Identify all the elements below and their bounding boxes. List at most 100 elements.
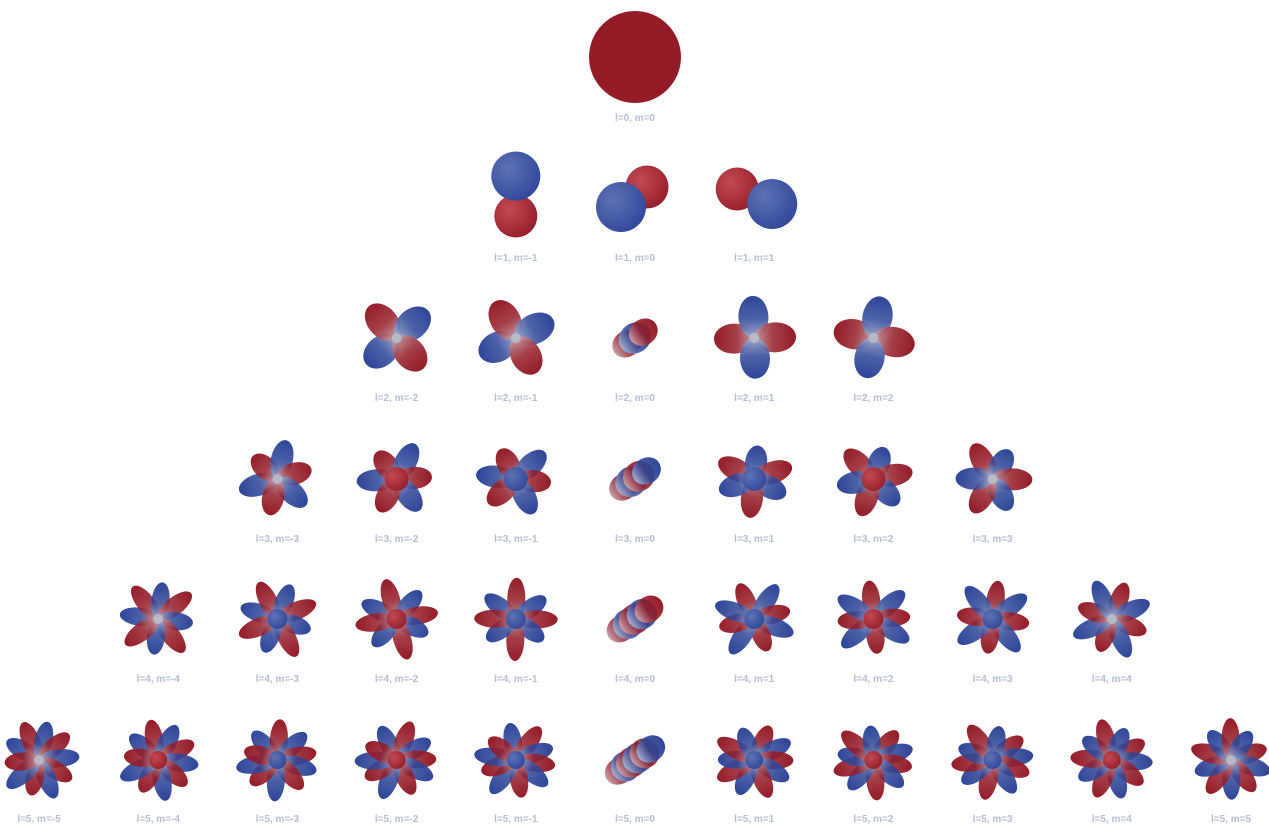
harmonic-shape-l3-m3 (955, 443, 1033, 514)
harmonic-shape-l4-m-2 (355, 579, 438, 660)
negative-lobe (747, 179, 798, 229)
core-lobe (987, 474, 998, 484)
negative-lobe (955, 467, 993, 490)
harmonic-label: l=5, m=2 (853, 814, 893, 825)
positive-lobe (261, 478, 285, 516)
harmonic-label: l=4, m=3 (973, 674, 1013, 685)
core-lobe (868, 333, 879, 343)
core-lobe (272, 474, 283, 484)
harmonic-shape-l2-m-2 (363, 303, 432, 372)
harmonic-label: l=4, m=4 (1092, 674, 1132, 685)
harmonic-shape-l1-m-1 (491, 151, 541, 238)
harmonic-shape-l4-m-3 (238, 581, 317, 657)
core-lobe (34, 755, 44, 765)
harmonic-shape-l5-m-4 (120, 719, 199, 801)
harmonic-label: l=4, m=-2 (375, 674, 419, 685)
core-lobe (744, 609, 765, 629)
negative-lobe (363, 333, 400, 369)
harmonic-label: l=5, m=-4 (137, 814, 181, 825)
harmonic-label: l=3, m=-3 (256, 534, 300, 545)
harmonic-shape-l4-m3 (956, 580, 1030, 654)
core-lobe (861, 467, 886, 491)
core-lobe (503, 467, 528, 491)
harmonic-label: l=5, m=1 (734, 814, 774, 825)
harmonic-shape-l1-m1 (715, 167, 798, 229)
core-lobe (983, 751, 1002, 769)
negative-lobe (491, 151, 541, 201)
positive-lobe (124, 617, 160, 647)
positive-lobe (392, 721, 416, 761)
harmonic-label: l=3, m=2 (853, 534, 893, 545)
core-lobe (510, 333, 521, 343)
harmonic-label: l=4, m=-4 (137, 674, 181, 685)
harmonic-shape-l5-m-3 (236, 719, 317, 802)
positive-lobe (364, 303, 401, 341)
harmonic-label: l=5, m=3 (973, 814, 1013, 825)
harmonic-label: l=5, m=5 (1211, 814, 1251, 825)
harmonic-shape-l1-m0 (596, 165, 669, 232)
positive-lobe (355, 612, 397, 632)
harmonic-label: l=4, m=1 (734, 674, 774, 685)
positive-lobe (488, 299, 522, 340)
core-lobe (749, 333, 760, 343)
harmonic-shape-l4-m-1 (474, 577, 558, 661)
harmonic-shape-l3-m-2 (356, 443, 432, 513)
harmonic-shape-l2-m0 (612, 318, 658, 358)
harmonic-label: l=4, m=2 (853, 674, 893, 685)
core-lobe (153, 614, 164, 624)
core-lobe (864, 751, 883, 769)
harmonic-shape-l5-m-5 (4, 721, 80, 799)
negative-lobe (275, 476, 308, 508)
harmonic-shape-l4-m1 (715, 583, 794, 655)
harmonic-label: l=3, m=-1 (494, 534, 538, 545)
harmonic-shape-l5-m-1 (474, 722, 556, 798)
harmonic-shape-l3-m0 (609, 457, 661, 501)
harmonic-shape-l3-m-3 (238, 440, 312, 516)
positive-lobe (628, 318, 658, 346)
core-lobe (505, 609, 526, 629)
harmonic-label: l=2, m=-2 (375, 393, 419, 404)
core-lobe (745, 751, 764, 769)
harmonic-label: l=5, m=4 (1092, 814, 1132, 825)
harmonic-label: l=3, m=1 (734, 534, 774, 545)
positive-lobe (494, 194, 538, 238)
negative-lobe (393, 306, 432, 343)
harmonic-label: l=4, m=-3 (256, 674, 300, 685)
core-lobe (267, 609, 288, 629)
harmonic-label: l=4, m=0 (615, 674, 655, 685)
harmonic-shape-l2-m2 (833, 296, 915, 379)
positive-lobe (634, 595, 664, 623)
core-lobe (268, 751, 287, 769)
negative-lobe (636, 735, 666, 763)
harmonic-shape-l4-m-4 (119, 582, 193, 655)
harmonic-label: l=5, m=-5 (17, 814, 61, 825)
harmonic-shape-l5-m3 (951, 724, 1034, 800)
negative-lobe (596, 182, 646, 232)
harmonic-shape-l5-m0 (604, 735, 666, 785)
negative-lobe (1091, 580, 1116, 620)
harmonic-label: l=3, m=-2 (375, 534, 419, 545)
negative-lobe (377, 759, 401, 799)
harmonic-shape-l4-m4 (1073, 580, 1150, 658)
core-lobe (982, 609, 1003, 629)
positive-lobe (392, 335, 428, 372)
shapes-layer (4, 11, 1269, 802)
harmonic-label: l=3, m=3 (973, 534, 1013, 545)
core-lobe (1106, 614, 1117, 624)
harmonic-shape-l3-m2 (836, 446, 913, 517)
core-lobe (1102, 751, 1121, 769)
harmonic-label: l=2, m=2 (853, 393, 893, 404)
positive-lobe (4, 752, 40, 771)
core-lobe (863, 609, 884, 629)
harmonic-shape-l0-m0 (589, 11, 681, 103)
harmonic-label: l=5, m=-2 (375, 814, 419, 825)
core-lobe (386, 609, 407, 629)
core-lobe (387, 751, 406, 769)
harmonic-label: l=2, m=1 (734, 393, 774, 404)
harmonic-label: l=5, m=-1 (494, 814, 538, 825)
sphere-lobe (589, 11, 681, 103)
harmonic-shape-l4-m2 (837, 580, 911, 654)
harmonic-shape-l5-m1 (717, 725, 794, 798)
